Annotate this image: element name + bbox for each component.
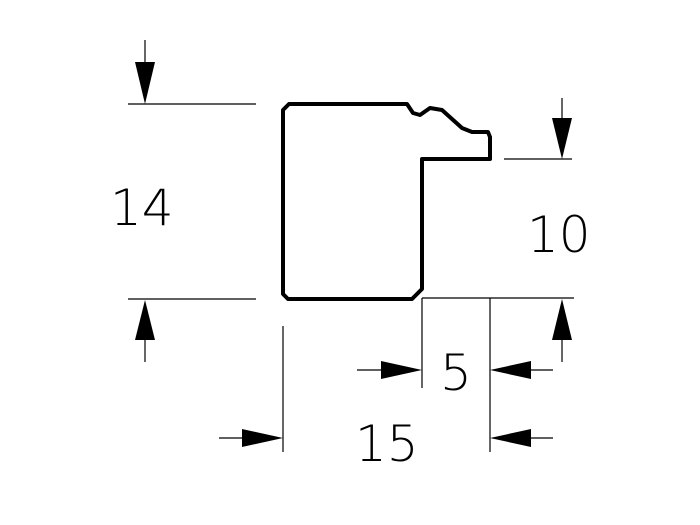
height-10-label: 10 [527, 206, 591, 264]
width-5-right-arrowhead [490, 361, 531, 379]
height-10-top-arrowhead [552, 118, 572, 159]
width-5-label: 5 [440, 344, 472, 402]
width-15-right-arrowhead [490, 429, 531, 447]
frame-profile-outline [281, 102, 492, 301]
width-15-left-arrowhead [242, 429, 283, 447]
height-14-label: 14 [110, 179, 174, 237]
height-14-top-arrowhead [135, 62, 155, 104]
height-14-bottom-arrowhead [135, 300, 155, 340]
height-10-bottom-arrowhead [552, 299, 572, 340]
width-5-left-arrowhead [381, 361, 422, 379]
width-15-label: 15 [355, 415, 419, 473]
